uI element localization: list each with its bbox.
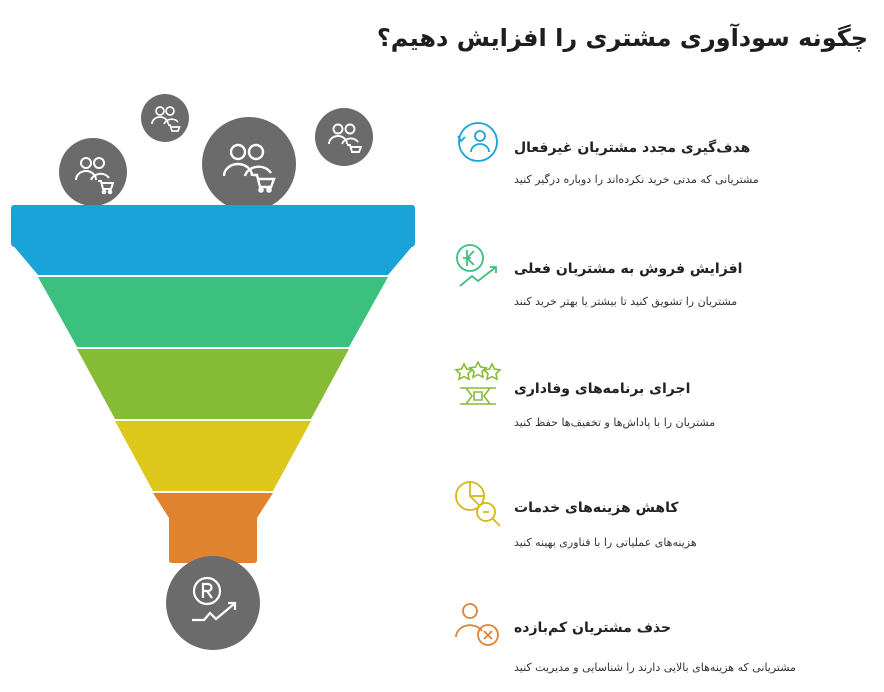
item-5-title: حذف مشتریان کم‌بازده <box>514 620 672 636</box>
funnel-layer-5 <box>153 493 273 563</box>
item-4-desc: هزینه‌های عملیاتی را با فناوری بهینه کنی… <box>514 536 697 549</box>
customer-circle-small-left <box>59 138 127 206</box>
customer-circle-large <box>202 117 296 211</box>
cost-analysis-icon <box>455 481 501 527</box>
customer-circle-tiny <box>141 94 189 142</box>
profit-icon <box>192 576 237 622</box>
item-1-desc: مشتریانی که مدتی خرید نکرده‌اند را دوبار… <box>514 173 759 186</box>
profit-circle <box>166 556 260 650</box>
item-5-desc: مشتریانی که هزینه‌های بالایی دارند را شن… <box>514 661 796 674</box>
loyalty-stars-icon <box>454 360 502 405</box>
customer-circle-small-right <box>315 108 373 166</box>
item-1-title: هدف‌گیری مجدد مشتریان غیرفعال <box>514 140 751 156</box>
page-title: چگونه سودآوری مشتری را افزایش دهیم؟ <box>376 24 868 52</box>
item-2-desc: مشتریان را تشویق کنید تا بیشتر یا بهتر خ… <box>514 295 738 308</box>
item-3-title: اجرای برنامه‌های وفاداری <box>514 381 691 397</box>
funnel-layer-3 <box>77 349 349 419</box>
item-4-title: کاهش هزینه‌های خدمات <box>514 500 679 516</box>
funnel-diagram <box>11 94 415 650</box>
reengage-customer-icon <box>457 122 498 162</box>
funnel-layer-4 <box>115 421 311 491</box>
funnel-layer-2 <box>38 277 388 347</box>
item-2-title: افزایش فروش به مشتریان فعلی <box>514 261 743 277</box>
sales-growth-icon <box>456 244 497 287</box>
remove-customer-icon <box>455 603 499 646</box>
item-3-desc: مشتریان را با پاداش‌ها و تخفیف‌ها حفظ کن… <box>514 416 716 429</box>
funnel-layer-1 <box>11 205 415 275</box>
